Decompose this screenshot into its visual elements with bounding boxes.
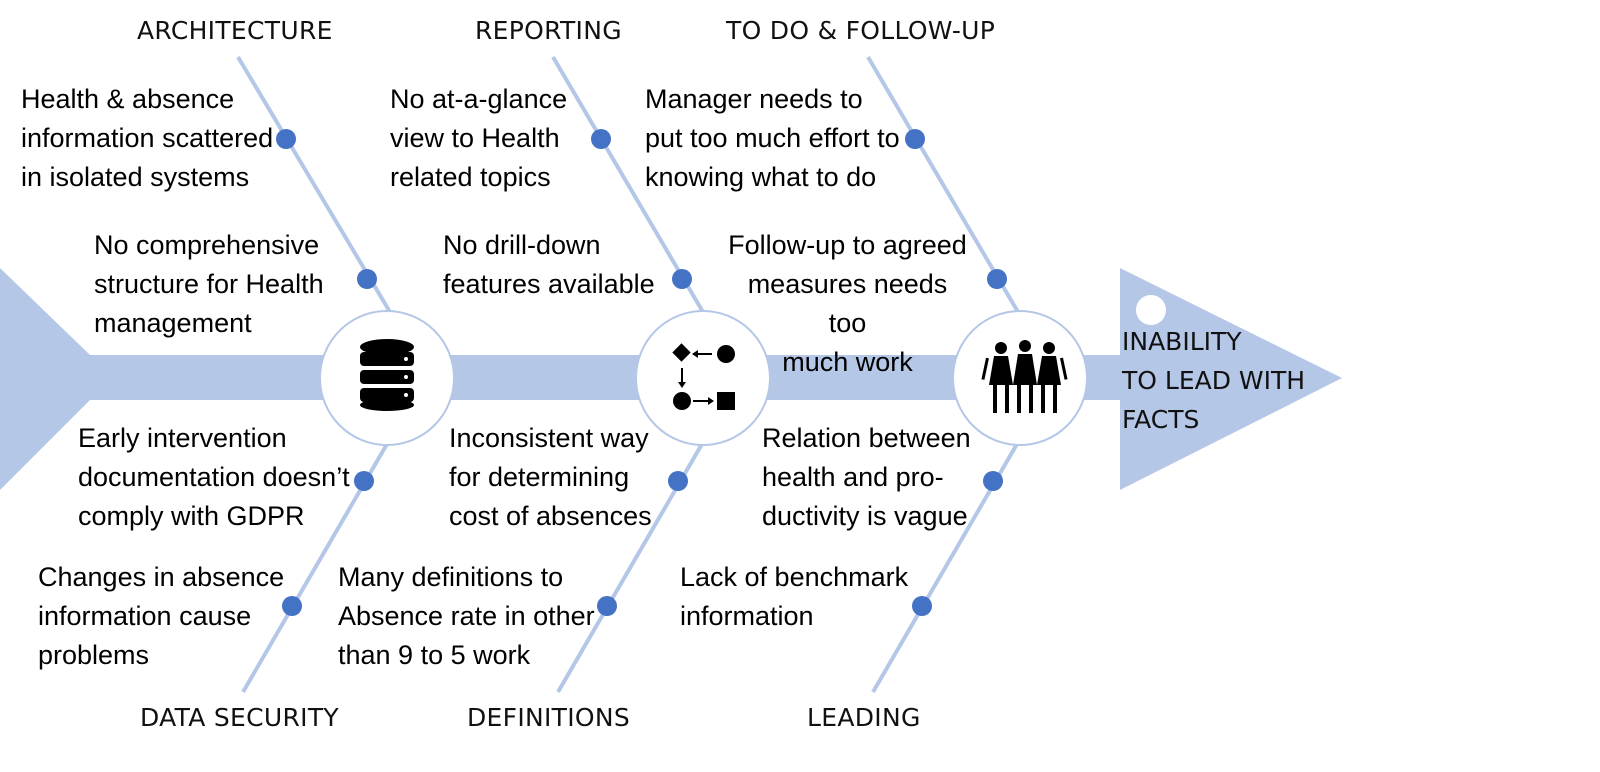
fishbone-spine bbox=[88, 355, 1123, 400]
cause-dot-todo-2 bbox=[987, 269, 1007, 289]
cause-data-security-1: Early intervention documentation doesn’t… bbox=[78, 423, 350, 531]
database-icon bbox=[360, 339, 414, 411]
category-architecture: ARCHITECTURE bbox=[137, 16, 333, 45]
cause-dot-definitions-2 bbox=[597, 596, 617, 616]
cause-dot-reporting-2 bbox=[672, 269, 692, 289]
cause-architecture-2: No comprehensive structure for Health ma… bbox=[94, 230, 324, 338]
cause-todo-2: Follow-up to agreed measures needs too m… bbox=[728, 230, 967, 377]
bone-reporting bbox=[551, 55, 705, 314]
cause-definitions-1: Inconsistent way for determining cost of… bbox=[449, 423, 652, 531]
cause-reporting-2: No drill-down features available bbox=[443, 230, 655, 299]
category-data-security: DATA SECURITY bbox=[140, 703, 339, 732]
cause-dot-reporting-1 bbox=[591, 129, 611, 149]
people-icon bbox=[981, 340, 1068, 413]
process-flow-icon bbox=[672, 343, 735, 410]
cause-leading-1: Relation between health and pro- ductivi… bbox=[762, 423, 971, 531]
fishbone-eye bbox=[1136, 295, 1166, 325]
cause-data-security-2: Changes in absence information cause pro… bbox=[38, 562, 285, 670]
fishbone-tail bbox=[0, 268, 90, 490]
cause-leading-2: Lack of benchmark information bbox=[680, 562, 909, 631]
cause-dot-data-security-2 bbox=[282, 596, 302, 616]
effect-label: INABILITY TO LEAD WITH FACTS bbox=[1122, 327, 1306, 434]
cause-definitions-2: Many definitions to Absence rate in othe… bbox=[338, 562, 595, 670]
cause-dot-leading-2 bbox=[912, 596, 932, 616]
cause-dot-definitions-1 bbox=[668, 471, 688, 491]
category-leading: LEADING bbox=[807, 703, 921, 732]
category-reporting: REPORTING bbox=[475, 16, 622, 45]
cause-todo-1: Manager needs to put too much effort to … bbox=[645, 84, 900, 192]
cause-dot-data-security-1 bbox=[354, 471, 374, 491]
cause-architecture-1: Health & absence information scattered i… bbox=[21, 84, 274, 192]
cause-dot-leading-1 bbox=[983, 471, 1003, 491]
cause-dot-todo-1 bbox=[905, 129, 925, 149]
category-todo-follow-up: TO DO & FOLLOW-UP bbox=[726, 16, 996, 45]
cause-dot-architecture-1 bbox=[276, 129, 296, 149]
cause-reporting-1: No at-a-glance view to Health related to… bbox=[390, 84, 568, 192]
hub-reporting bbox=[635, 310, 771, 446]
category-definitions: DEFINITIONS bbox=[467, 703, 631, 732]
bone-todo bbox=[866, 55, 1020, 314]
cause-dot-architecture-2 bbox=[357, 269, 377, 289]
fishbone-head bbox=[1120, 268, 1342, 490]
